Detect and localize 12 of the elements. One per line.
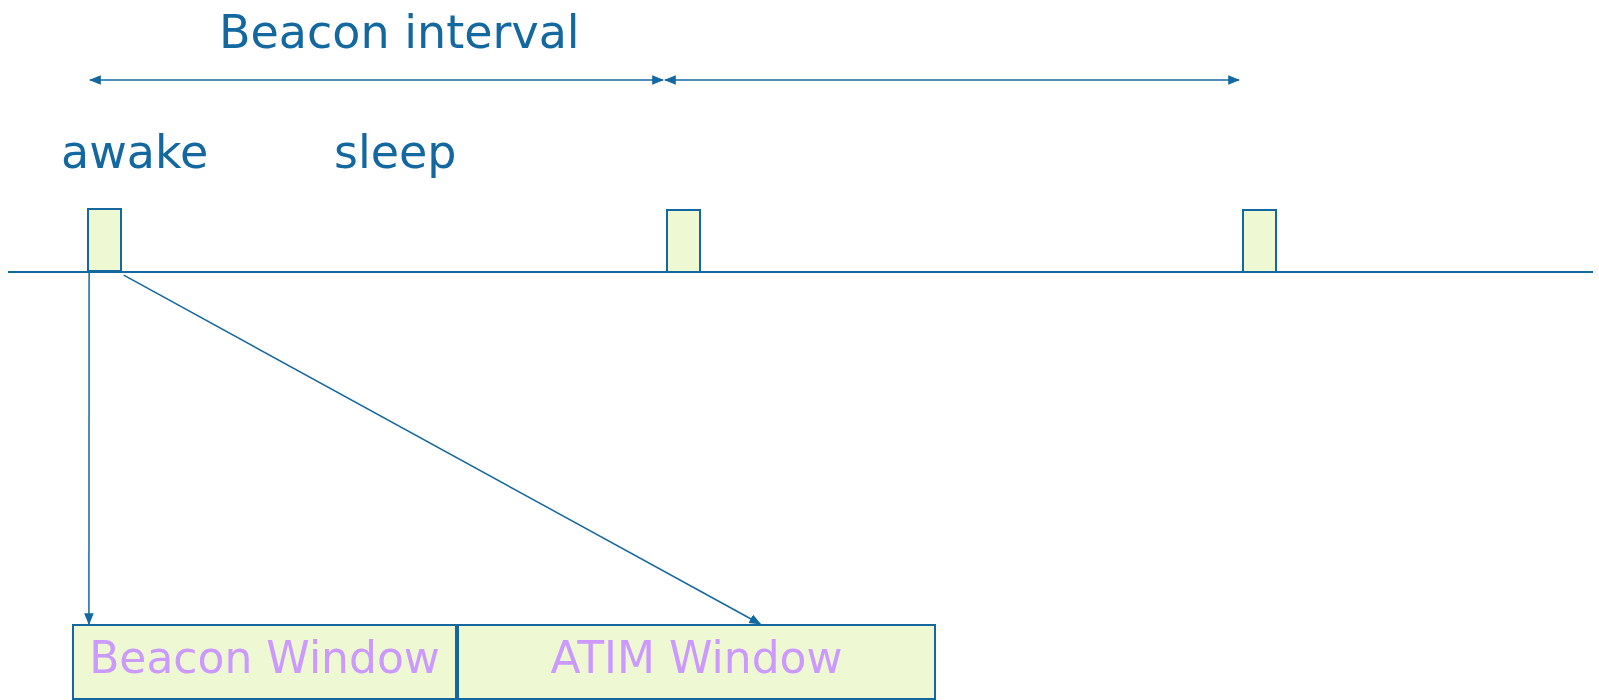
text-label: Beacon interval <box>219 4 580 61</box>
text-label: awake <box>61 124 209 181</box>
window-label: Beacon Window <box>89 636 440 685</box>
text-label: sleep <box>334 124 457 181</box>
awake-slot-box <box>1242 209 1277 273</box>
window-label: ATIM Window <box>550 636 843 685</box>
arrow <box>84 271 94 626</box>
awake-slot-box <box>666 209 701 273</box>
window-box <box>457 624 936 700</box>
arrow <box>123 274 762 625</box>
awake-slot-box <box>87 208 122 272</box>
window-box <box>72 624 457 700</box>
